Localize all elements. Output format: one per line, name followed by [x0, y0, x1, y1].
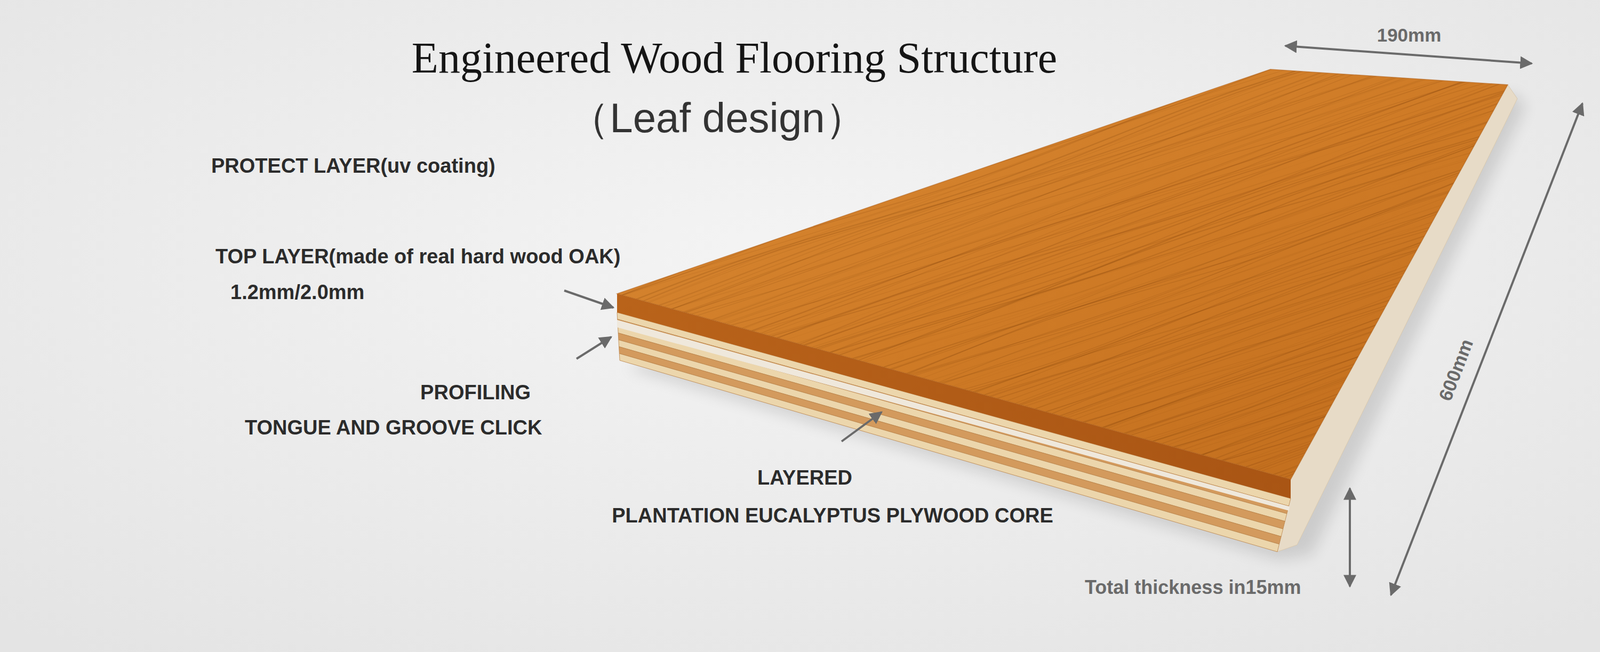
grain-line: [1049, 172, 1600, 480]
grain-line: [971, 153, 1600, 458]
dimension-label: 190mm: [1377, 24, 1442, 46]
grain-line: [1058, 177, 1600, 485]
grain-line: [1061, 177, 1600, 480]
part-label: TOP LAYER(made of real hard wood OAK): [215, 245, 621, 269]
grain-line: [594, 46, 1482, 357]
grain-line: [860, 122, 1600, 429]
part-label: PROFILING: [420, 381, 531, 405]
grain-line: [968, 160, 1600, 463]
grain-line: [553, 36, 1440, 346]
part-label: LAYERED: [757, 466, 853, 491]
grain-line: [536, 37, 1424, 345]
grain-line: [1147, 200, 1600, 510]
part-label: PROTECT LAYER(uv coating): [211, 154, 496, 179]
grain-line: [926, 144, 1600, 448]
grain-line: [1072, 179, 1600, 485]
grain-line: [922, 138, 1600, 448]
grain-line: [1089, 185, 1600, 496]
grain-line: [800, 107, 1600, 416]
grain-line: [1105, 189, 1600, 499]
part-label: TONGUE AND GROOVE CLICK: [244, 416, 542, 440]
grain-line: [868, 133, 1600, 436]
dimension-label: 600mm: [1434, 336, 1478, 404]
leader-arrow: [564, 290, 614, 308]
part-label: PLANTATION EUCALYPTUS PLYWOOD CORE: [611, 504, 1054, 528]
grain-line: [904, 134, 1600, 443]
grain-line: [874, 129, 1600, 430]
grain-line: [957, 152, 1600, 454]
grain-line: [1057, 178, 1600, 485]
grain-line: [920, 139, 1600, 448]
grain-line: [899, 134, 1600, 444]
grain-line: [864, 123, 1600, 435]
grain-line: [1133, 197, 1600, 502]
grain-line: [896, 136, 1600, 443]
grain-line: [885, 134, 1600, 435]
grain-line: [1002, 164, 1600, 468]
grain-line: [879, 124, 1600, 432]
grain-line: [585, 48, 1474, 352]
grain-line: [827, 117, 1600, 426]
grain-line: [938, 148, 1600, 450]
grain-line: [913, 136, 1600, 442]
grain-line: [1076, 186, 1600, 491]
grain-line: [1021, 165, 1600, 471]
grain-line: [1039, 175, 1600, 478]
grain-line: [1177, 210, 1600, 519]
wood-grain: [503, 25, 1600, 521]
diagram-title: Engineered Wood Flooring Structure: [411, 33, 1058, 84]
grain-line: [1001, 169, 1600, 473]
grain-line: [783, 102, 1600, 408]
grain-line: [1148, 207, 1600, 511]
subtitle: （Leaf design）: [568, 94, 867, 143]
grain-line: [1043, 174, 1600, 477]
grain-line: [1140, 206, 1600, 514]
dimension-label: Total thickness in15mm: [1084, 576, 1301, 599]
grain-line: [1108, 191, 1600, 499]
grain-line: [1096, 196, 1600, 498]
grain-line: [779, 105, 1600, 407]
grain-line: [1154, 209, 1600, 512]
leader-arrow: [841, 412, 882, 442]
grain-line: [829, 118, 1600, 419]
grain-line: [820, 112, 1600, 417]
grain-line: [1083, 189, 1600, 490]
thickness-note: 1.2mm/2.0mm: [230, 281, 365, 305]
dimension-arrow: [1285, 45, 1532, 64]
grain-line: [840, 115, 1600, 422]
grain-line: [1093, 188, 1600, 491]
grain-line: [815, 112, 1600, 419]
grain-line: [808, 113, 1600, 412]
grain-line: [1015, 169, 1600, 472]
grain-line: [1024, 174, 1600, 477]
grain-line: [1169, 211, 1600, 514]
grain-line: [1178, 216, 1600, 521]
leader-arrow: [576, 337, 612, 359]
grain-line: [886, 134, 1600, 435]
dimension-arrow: [1348, 488, 1351, 587]
grain-line: [1162, 203, 1600, 510]
grain-line: [911, 140, 1600, 446]
grain-line: [786, 106, 1600, 412]
dimension-arrow: [1390, 103, 1583, 596]
grain-line: [1133, 200, 1600, 507]
grain-line: [949, 145, 1600, 453]
grain-line: [1164, 207, 1600, 515]
grain-line: [980, 156, 1600, 466]
grain-line: [1107, 192, 1600, 495]
